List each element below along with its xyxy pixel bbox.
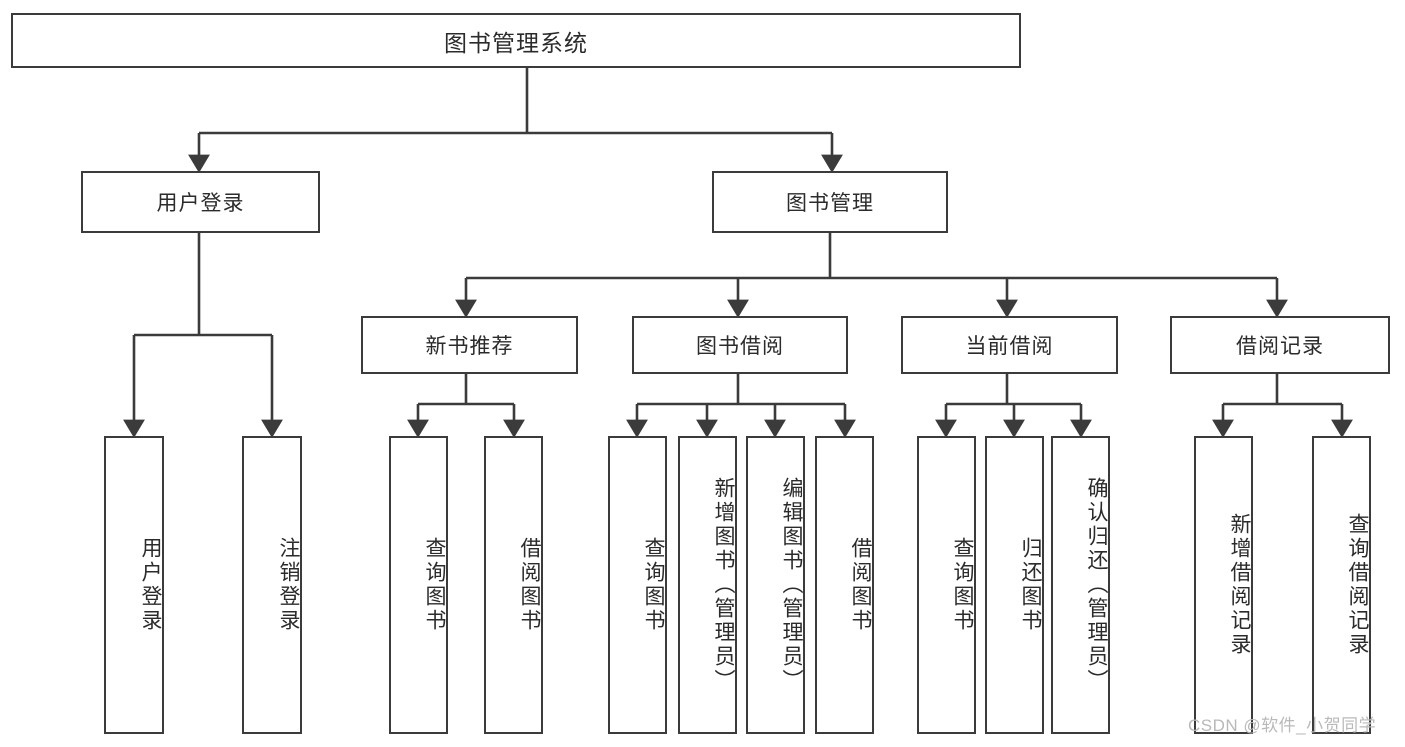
leaf-label: 新增借阅记录: [1228, 513, 1251, 657]
leaf-add-book-admin[interactable]: 新增图书（管理员）: [678, 436, 737, 734]
leaf-label: 新增图书（管理员）: [712, 477, 735, 693]
node-book-management[interactable]: 图书管理: [712, 171, 948, 233]
leaf-user-login[interactable]: 用户登录: [104, 436, 164, 734]
leaf-label: 确认归还（管理员）: [1085, 477, 1108, 693]
leaf-label: 归还图书: [1019, 537, 1042, 633]
leaf-logout[interactable]: 注销登录: [242, 436, 302, 734]
leaf-edit-book-admin[interactable]: 编辑图书（管理员）: [746, 436, 805, 734]
leaf-query-book-current[interactable]: 查询图书: [917, 436, 976, 734]
leaf-borrow-book-rec[interactable]: 借阅图书: [484, 436, 543, 734]
leaf-add-borrow-record[interactable]: 新增借阅记录: [1194, 436, 1253, 734]
leaf-label: 注销登录: [277, 537, 300, 633]
leaf-label: 编辑图书（管理员）: [780, 477, 803, 693]
node-root-book-management-system[interactable]: 图书管理系统: [11, 13, 1021, 68]
leaf-confirm-return-admin[interactable]: 确认归还（管理员）: [1051, 436, 1110, 734]
node-book-borrowing[interactable]: 图书借阅: [632, 316, 848, 374]
node-current-borrowing[interactable]: 当前借阅: [901, 316, 1118, 374]
leaf-label: 查询图书: [423, 537, 446, 633]
leaf-query-book-rec[interactable]: 查询图书: [389, 436, 448, 734]
leaf-query-book-borrow[interactable]: 查询图书: [608, 436, 667, 734]
leaf-return-book[interactable]: 归还图书: [985, 436, 1044, 734]
leaf-label: 查询借阅记录: [1346, 513, 1369, 657]
leaf-label: 查询图书: [951, 537, 974, 633]
leaf-label: 借阅图书: [849, 537, 872, 633]
watermark-csdn: CSDN @软件_小贺同学: [1188, 716, 1377, 735]
leaf-query-borrow-record[interactable]: 查询借阅记录: [1312, 436, 1371, 734]
node-user-login[interactable]: 用户登录: [81, 171, 320, 233]
leaf-label: 查询图书: [642, 537, 665, 633]
node-new-book-recommendation[interactable]: 新书推荐: [361, 316, 578, 374]
leaf-label: 用户登录: [139, 537, 162, 633]
node-borrowing-record[interactable]: 借阅记录: [1170, 316, 1390, 374]
leaf-label: 借阅图书: [518, 537, 541, 633]
leaf-borrow-book[interactable]: 借阅图书: [815, 436, 874, 734]
